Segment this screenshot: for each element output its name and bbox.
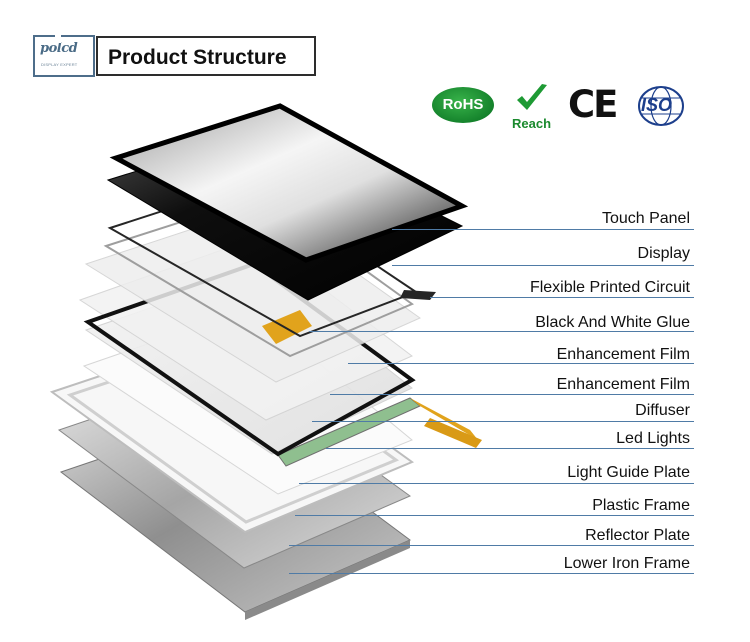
logo-subtext: DISPLAY EXPERT (41, 62, 78, 67)
leader-touch-panel (392, 229, 694, 230)
layer-led-lights (277, 397, 482, 467)
label-flexible-printed-circuit: Flexible Printed Circuit (529, 279, 690, 296)
title-box: Product Structure (96, 36, 316, 76)
leader-diffuser (312, 421, 694, 422)
logo-text: polcd (40, 41, 78, 56)
leader-plastic-frame (295, 515, 694, 516)
page-title: Product Structure (108, 46, 287, 69)
label-diffuser: Diffuser (635, 402, 690, 419)
leader-reflector-plate (289, 545, 694, 546)
label-black-white-glue: Black And White Glue (535, 314, 690, 331)
label-enhancement-film-1: Enhancement Film (556, 346, 690, 363)
leader-enhancement-film-1 (348, 363, 694, 364)
label-lower-iron-frame: Lower Iron Frame (563, 555, 690, 572)
label-touch-panel: Touch Panel (601, 210, 690, 227)
iso-label: ISO (641, 95, 673, 115)
leader-black-white-glue (309, 331, 694, 332)
label-display: Display (637, 245, 690, 262)
label-enhancement-film-2: Enhancement Film (556, 376, 690, 393)
reach-checkmark-icon (517, 84, 547, 110)
reach-label: Reach (512, 116, 552, 131)
logo-corner-notch (55, 35, 61, 43)
iso-globe-icon (638, 86, 684, 126)
ce-mark-icon: CE (568, 83, 618, 126)
label-plastic-frame: Plastic Frame (592, 497, 690, 514)
leader-display (392, 265, 694, 266)
layer-touch-panel (109, 103, 469, 263)
rohs-label: RoHS (442, 96, 484, 113)
rohs-badge-icon: RoHS (432, 87, 494, 123)
company-logo: polcd DISPLAY EXPERT (33, 35, 95, 77)
leader-led-lights (326, 448, 694, 449)
label-reflector-plate: Reflector Plate (585, 527, 690, 544)
leader-fpc (430, 297, 694, 298)
label-light-guide-plate: Light Guide Plate (567, 464, 690, 481)
leader-light-guide-plate (299, 483, 694, 484)
leader-enhancement-film-2 (330, 394, 694, 395)
label-led-lights: Led Lights (616, 430, 690, 447)
leader-lower-iron-frame (289, 573, 694, 574)
